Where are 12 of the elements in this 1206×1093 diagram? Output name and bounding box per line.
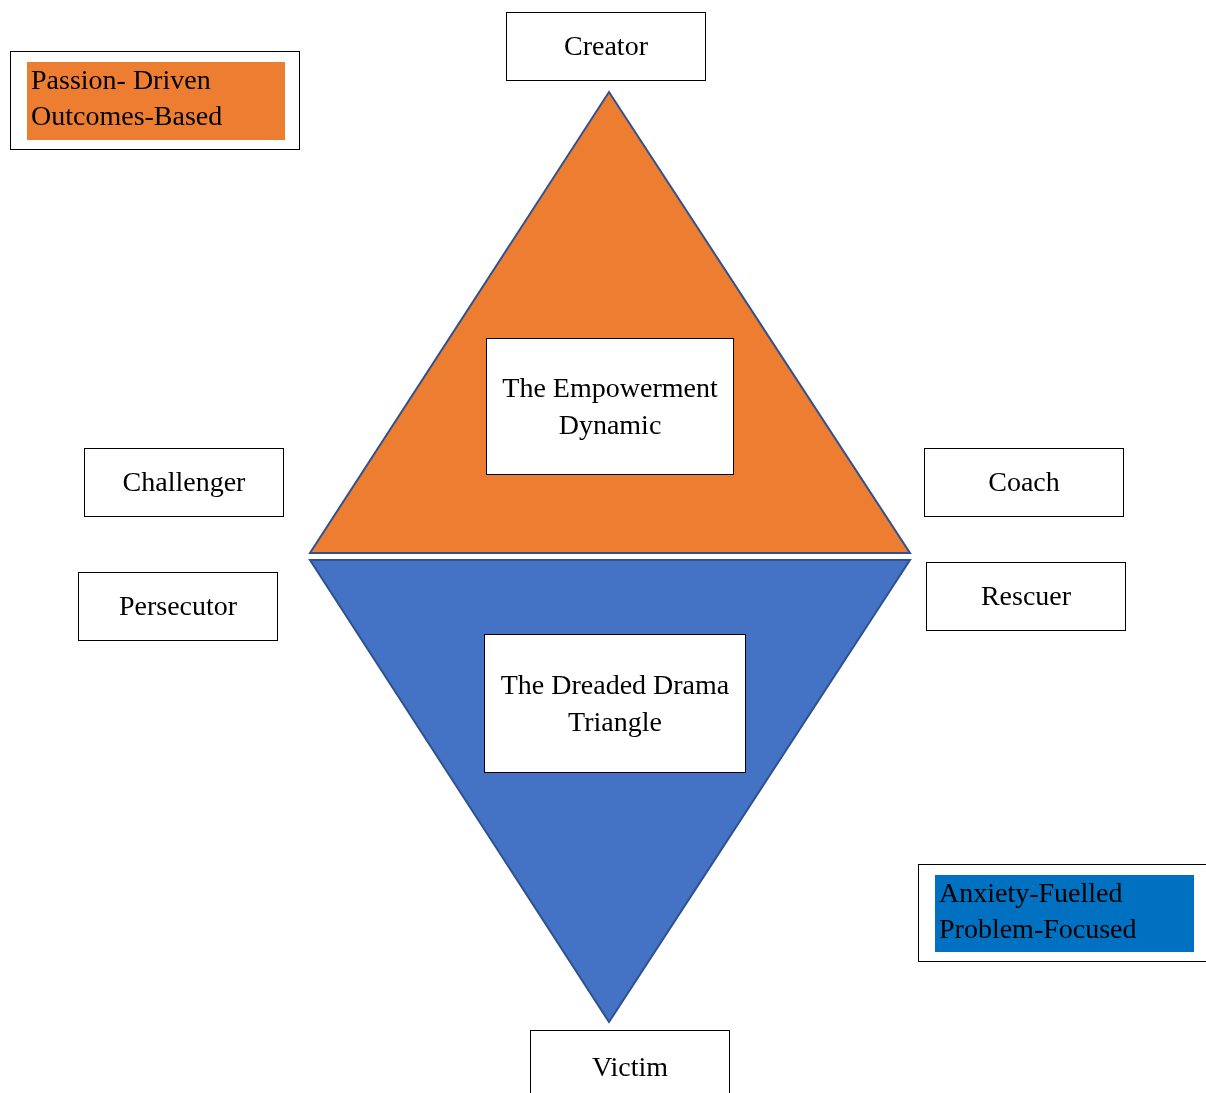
triangle-shape — [308, 558, 912, 1024]
role-box: Persecutor — [78, 572, 278, 641]
role-box: Coach — [924, 448, 1124, 517]
title-box: The Empowerment Dynamic — [486, 338, 734, 475]
role-box: Challenger — [84, 448, 284, 517]
legend-label: Anxiety-Fuelled Problem-Focused — [935, 875, 1194, 952]
role-box: Victim — [530, 1030, 730, 1093]
legend-label: Passion- Driven Outcomes-Based — [27, 62, 285, 140]
title-box: The Dreaded Drama Triangle — [484, 634, 746, 773]
role-box: Rescuer — [926, 562, 1126, 631]
role-box: Creator — [506, 12, 706, 81]
triangle-shape — [308, 90, 912, 555]
